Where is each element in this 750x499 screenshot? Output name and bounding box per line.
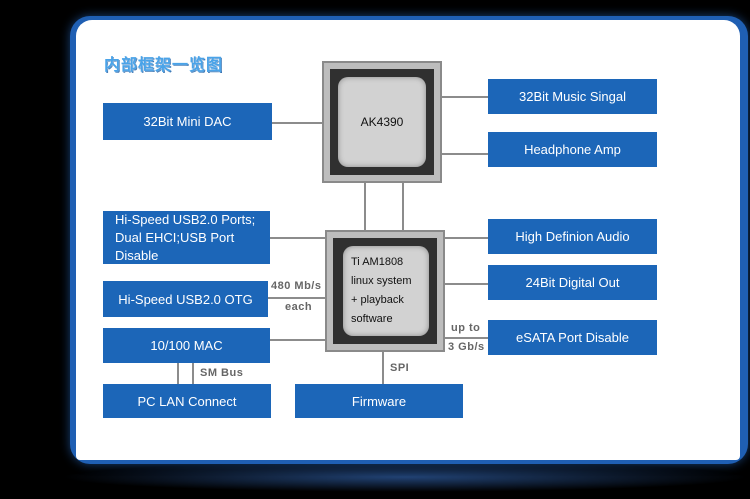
digital-out-block: 24Bit Digital Out bbox=[488, 265, 657, 300]
codec-chip-label: AK4390 bbox=[338, 77, 426, 167]
esata-speed-label: up to bbox=[451, 322, 481, 334]
headphone-amp-block: Headphone Amp bbox=[488, 132, 657, 167]
line-smbus-b bbox=[192, 362, 194, 384]
usb-otg-block: Hi-Speed USB2.0 OTG bbox=[103, 281, 268, 317]
line-headphone bbox=[442, 153, 488, 155]
line-smbus-a bbox=[177, 362, 179, 384]
soc-line-3: + playback bbox=[351, 294, 404, 306]
line-chip-link-b bbox=[402, 182, 404, 230]
line-chip-link-a bbox=[364, 182, 366, 230]
mac-block: 10/100 MAC bbox=[103, 328, 270, 363]
firmware-block: Firmware bbox=[295, 384, 463, 418]
usb-ports-line-2: Dual EHCI;USB Port bbox=[115, 230, 235, 245]
soc-line-4: software bbox=[351, 313, 393, 325]
soc-chip-label: Ti AM1808 linux system + playback softwa… bbox=[343, 246, 429, 336]
line-usb-ports bbox=[270, 237, 325, 239]
hd-audio-block: High Definion Audio bbox=[488, 219, 657, 254]
smbus-label: SM Bus bbox=[200, 367, 244, 379]
esata-speed-label-value: 3 Gb/s bbox=[448, 341, 485, 353]
usb-ports-block: Hi-Speed USB2.0 Ports; Dual EHCI;USB Por… bbox=[103, 211, 270, 264]
music-signal-block: 32Bit Music Singal bbox=[488, 79, 657, 114]
line-esata bbox=[445, 337, 488, 339]
spi-label: SPI bbox=[390, 362, 410, 374]
line-spi bbox=[382, 350, 384, 384]
line-otg bbox=[268, 297, 325, 299]
bottom-glow bbox=[60, 462, 750, 492]
otg-speed-label-each: each bbox=[285, 301, 313, 313]
usb-ports-line-1: Hi-Speed USB2.0 Ports; bbox=[115, 212, 256, 227]
line-dac bbox=[272, 122, 322, 124]
soc-line-1: Ti AM1808 bbox=[351, 256, 404, 268]
line-hd-audio bbox=[445, 237, 488, 239]
usb-ports-line-3: Disable bbox=[115, 248, 159, 263]
otg-speed-label: 480 Mb/s bbox=[271, 280, 322, 292]
line-mac bbox=[270, 339, 325, 341]
line-digital-out bbox=[445, 283, 488, 285]
line-music bbox=[442, 96, 488, 98]
esata-block: eSATA Port Disable bbox=[488, 320, 657, 355]
mini-dac-block: 32Bit Mini DAC bbox=[103, 103, 272, 140]
soc-line-2: linux system bbox=[351, 275, 412, 287]
diagram-title: 内部框架一览图 bbox=[104, 55, 224, 74]
pc-lan-block: PC LAN Connect bbox=[103, 384, 271, 418]
